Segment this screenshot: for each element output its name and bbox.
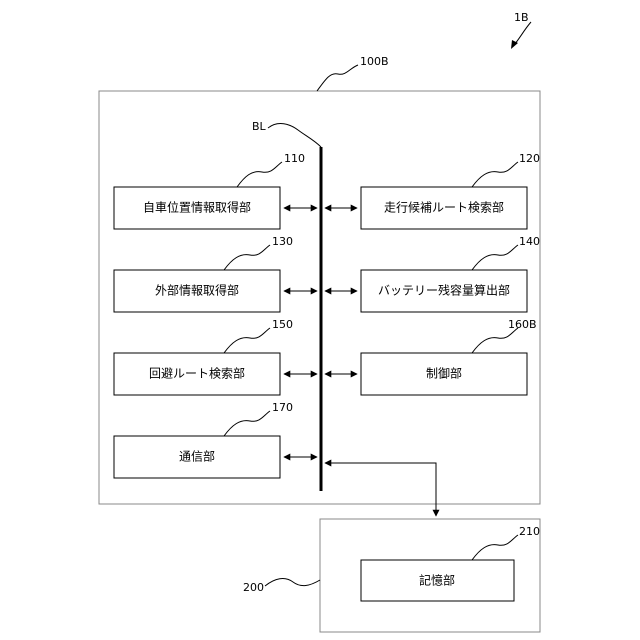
block-110-name: 自車位置情報取得部: [143, 200, 251, 215]
block-130-name: 外部情報取得部: [155, 283, 239, 298]
block-150-name: 回避ルート検索部: [149, 366, 245, 381]
block-120-ref: 120: [519, 152, 540, 165]
block-130-leader: [224, 245, 270, 270]
block-210-name: 記憶部: [419, 573, 455, 588]
block-170-ref: 170: [272, 401, 293, 414]
unit-200-leader: [265, 579, 320, 586]
block-210-leader: [472, 535, 518, 560]
block-160b-leader: [472, 328, 518, 353]
block-120-name: 走行候補ルート検索部: [384, 200, 504, 215]
figure-pointer-arrow: [514, 22, 531, 45]
block-130: 外部情報取得部 130: [114, 235, 293, 312]
block-140-ref: 140: [519, 235, 540, 248]
block-210: 記憶部 210: [361, 525, 540, 601]
block-170-leader: [224, 411, 270, 436]
block-160b: 制御部 160B: [361, 318, 537, 395]
figure-label: 1B: [514, 11, 529, 24]
block-170-name: 通信部: [179, 449, 215, 464]
block-160b-ref: 160B: [508, 318, 537, 331]
block-120-leader: [472, 162, 518, 187]
unit-200-label: 200: [243, 581, 264, 594]
block-110-leader: [237, 162, 282, 187]
block-110: 自車位置情報取得部 110: [114, 152, 305, 229]
bus-label: BL: [252, 120, 267, 133]
connector-bus-to-200: [325, 463, 436, 516]
block-150-ref: 150: [272, 318, 293, 331]
block-120: 走行候補ルート検索部 120: [361, 152, 540, 229]
block-170: 通信部 170: [114, 401, 293, 478]
bus-leader: [268, 124, 321, 147]
block-140-name: バッテリー残容量算出部: [378, 283, 510, 298]
block-150-leader: [224, 328, 270, 353]
block-210-ref: 210: [519, 525, 540, 538]
block-130-ref: 130: [272, 235, 293, 248]
block-140: バッテリー残容量算出部 140: [361, 235, 540, 312]
unit-100b-leader: [317, 65, 358, 91]
block-140-leader: [472, 245, 518, 270]
block-160b-name: 制御部: [426, 366, 462, 381]
unit-100b-label: 100B: [360, 55, 389, 68]
block-110-ref: 110: [284, 152, 305, 165]
block-150: 回避ルート検索部 150: [114, 318, 293, 395]
